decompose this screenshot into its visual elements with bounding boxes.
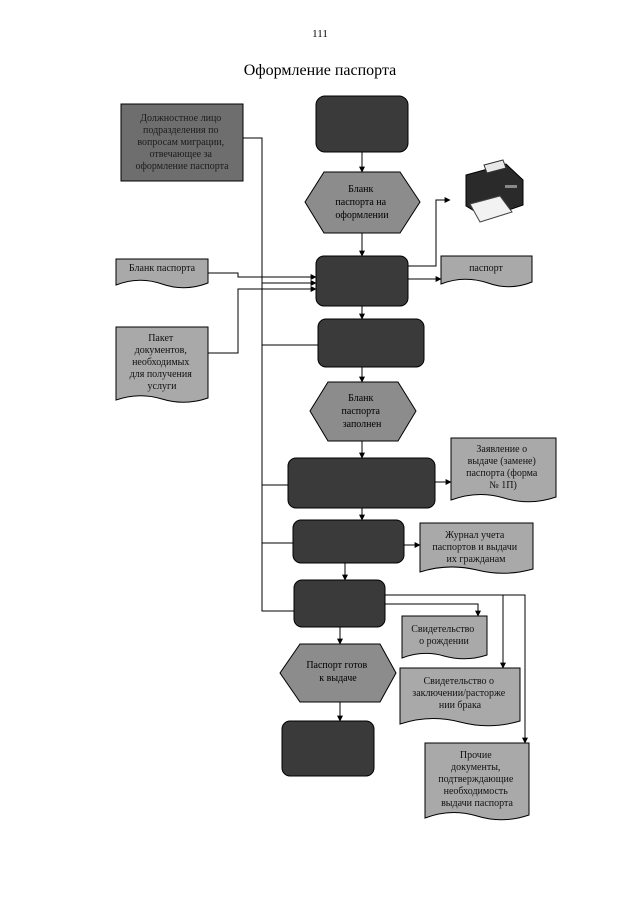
svg-text:Должностное лицо подразд: Должностное лицо подразделения по вопрос…	[135, 113, 229, 172]
svg-text:Паспорт готов к выдаче: Паспорт готов к выдаче	[306, 660, 369, 684]
document-package: Пакет документов, необходимых для получе…	[115, 326, 209, 403]
blank-on-processing-diamond: Бланк паспорта на оформлении	[304, 171, 421, 234]
official-box: Должностное лицо подразделения по вопрос…	[120, 103, 244, 182]
process-box-5	[292, 519, 405, 564]
svg-text:Журнал учета паспортов и: Журнал учета паспортов и выдачи их гражд…	[432, 530, 519, 565]
page-number: 111	[312, 28, 328, 40]
process-box-6	[293, 579, 386, 628]
printer-icon	[465, 159, 524, 223]
svg-text:Заявление о выдаче (заме: Заявление о выдаче (замене) паспорта (фо…	[466, 444, 540, 491]
svg-text:Бланк паспорта зап: Бланк паспорта заполнен	[342, 393, 383, 430]
process-box-2	[315, 255, 409, 307]
application-document: Заявление о выдаче (замене) паспорта (фо…	[450, 437, 557, 503]
journal-document: Журнал учета паспортов и выдачи их гражд…	[419, 522, 534, 574]
process-box-3	[317, 318, 425, 368]
svg-text:Прочие документы,: Прочие документы, подтверждающие необход…	[438, 750, 516, 809]
svg-text:Свидетельство о рождении: Свидетельство о рождении	[411, 624, 477, 647]
blank-filled-diamond: Бланк паспорта заполнен	[309, 381, 417, 442]
svg-text:Бланк паспорта: Бланк паспорта	[129, 263, 196, 274]
connectors	[208, 137, 528, 744]
process-box-4	[287, 457, 436, 509]
official-bus-line	[243, 137, 294, 612]
passport-blank-document: Бланк паспорта	[115, 258, 209, 289]
svg-text:Свидетельство о заключен: Свидетельство о заключении/расторже нии …	[412, 676, 507, 711]
process-box-1	[315, 95, 409, 153]
svg-text:Бланк паспорта на: Бланк паспорта на оформлении	[335, 184, 389, 221]
passport-ready-diamond: Паспорт готов к выдаче	[279, 643, 397, 703]
svg-text:паспорт: паспорт	[469, 263, 503, 274]
page-title: Оформление паспорта	[243, 62, 397, 79]
birth-certificate-document: Свидетельство о рождении	[401, 615, 488, 660]
other-documents-document: Прочие документы, подтверждающие необход…	[424, 742, 530, 821]
svg-text:Пакет документов,: Пакет документов, необходимых для получе…	[130, 333, 195, 392]
marriage-certificate-document: Свидетельство о заключении/расторже нии …	[399, 667, 521, 727]
process-box-final	[281, 720, 375, 777]
passport-output-document: паспорт	[440, 255, 533, 288]
